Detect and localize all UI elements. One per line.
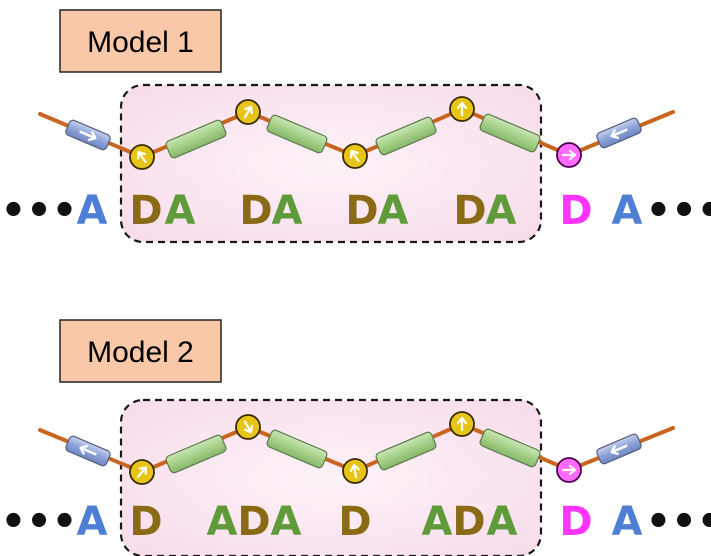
acceptor-letter: A bbox=[271, 499, 302, 545]
donor-letter: D bbox=[237, 499, 270, 545]
acceptor-rod bbox=[165, 119, 227, 159]
acceptor-rod bbox=[266, 114, 328, 154]
donor-node bbox=[342, 143, 368, 169]
donor-letter: D bbox=[345, 188, 378, 234]
highlight-region bbox=[119, 398, 543, 556]
model-label-box bbox=[59, 319, 222, 383]
sequence-labels: ••• A D A D A D A D A D A ••• bbox=[1, 188, 711, 234]
model-label: Model 2 bbox=[87, 336, 194, 369]
acceptor-letter: A bbox=[486, 188, 517, 234]
acceptor-rod bbox=[479, 428, 541, 468]
donor-node bbox=[129, 144, 155, 170]
acceptor-rod bbox=[165, 434, 227, 474]
acceptor-letter: A bbox=[612, 188, 643, 234]
donor-letter: D bbox=[239, 188, 272, 234]
outer-acceptor-rod bbox=[65, 119, 111, 151]
sequence-labels: ••• A D A D A D A D A D A ••• bbox=[1, 499, 711, 545]
ellipsis-right: ••• bbox=[646, 499, 711, 545]
acceptor-letter: A bbox=[77, 499, 108, 545]
acceptor-letter: A bbox=[165, 188, 196, 234]
ellipsis-left: ••• bbox=[1, 188, 78, 234]
outer-acceptor-rod bbox=[65, 435, 111, 467]
model-label-box bbox=[59, 9, 222, 73]
donor-letter: D bbox=[453, 188, 486, 234]
acceptor-letter: A bbox=[272, 188, 303, 234]
acceptor-rod bbox=[375, 116, 437, 156]
donor-node bbox=[235, 414, 261, 440]
acceptor-letter: A bbox=[378, 188, 409, 234]
outer-acceptor-rod bbox=[596, 117, 642, 149]
model-label: Model 1 bbox=[87, 26, 194, 59]
outer-acceptor-rod bbox=[596, 433, 642, 465]
polymer-chain bbox=[38, 411, 675, 485]
acceptor-rod bbox=[375, 431, 437, 471]
donor-letter: D bbox=[452, 499, 485, 545]
acceptor-letter: A bbox=[207, 499, 238, 545]
acceptor-letter: A bbox=[612, 499, 643, 545]
donor-node bbox=[235, 99, 261, 125]
ellipsis-right: ••• bbox=[646, 188, 711, 234]
terminal-donor-node bbox=[556, 142, 582, 168]
donor-letter: D bbox=[129, 499, 162, 545]
ellipsis-left: ••• bbox=[1, 499, 78, 545]
acceptor-letter: A bbox=[77, 188, 108, 234]
acceptor-rod bbox=[266, 429, 328, 469]
model-2-panel: Model 2 bbox=[1, 319, 711, 556]
donor-node bbox=[449, 96, 475, 122]
model-1-panel: Model 1 bbox=[1, 9, 711, 244]
terminal-donor-letter: D bbox=[559, 188, 592, 234]
donor-node bbox=[129, 459, 155, 485]
acceptor-letter: A bbox=[487, 499, 518, 545]
polymer-chain bbox=[38, 96, 675, 170]
donor-node bbox=[449, 411, 475, 437]
highlight-region bbox=[119, 83, 543, 244]
donor-letter: D bbox=[338, 499, 371, 545]
acceptor-letter: A bbox=[422, 499, 453, 545]
terminal-donor-node bbox=[556, 457, 582, 483]
donor-letter: D bbox=[129, 188, 162, 234]
terminal-donor-letter: D bbox=[559, 499, 592, 545]
donor-node bbox=[342, 458, 368, 484]
acceptor-rod bbox=[479, 113, 541, 153]
